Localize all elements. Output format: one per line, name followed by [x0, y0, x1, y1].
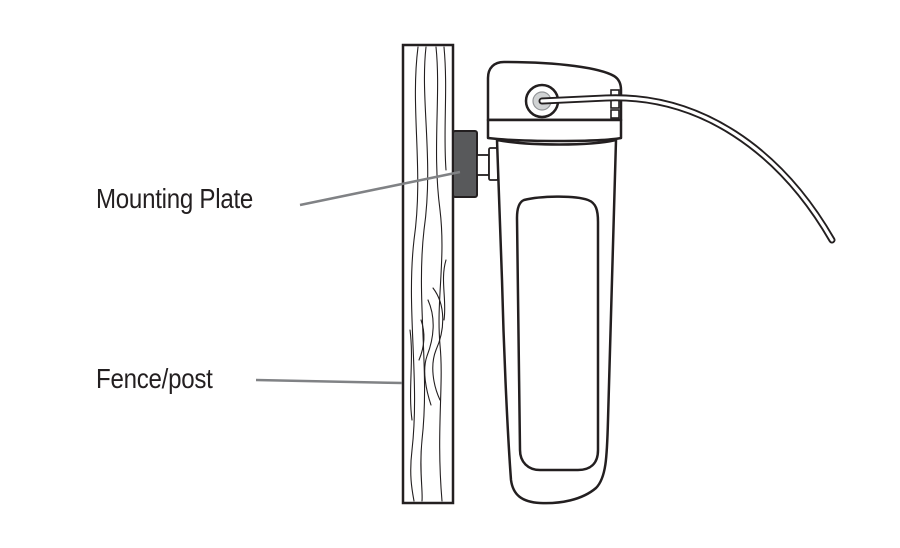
- fence-post-board: [401, 43, 455, 505]
- leader-line-fence-post: [255, 378, 403, 385]
- cable: [538, 94, 836, 244]
- mounting-plate-label: Mounting Plate: [96, 183, 254, 214]
- fence-post-label: Fence/post: [96, 363, 213, 394]
- mounting-plate: [452, 130, 499, 198]
- device-body: [486, 60, 623, 505]
- side-slots: [610, 89, 620, 119]
- leader-line-mounting-plate: [299, 170, 461, 207]
- wood-grain: [409, 46, 447, 502]
